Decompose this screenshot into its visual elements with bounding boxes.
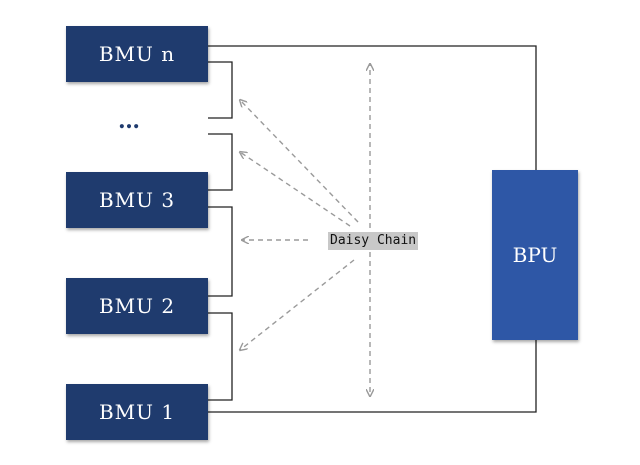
bmu-1-box: BMU 1 [66, 384, 208, 440]
ellipsis-more-bmus: … [118, 108, 142, 134]
bpu-box: BPU [492, 170, 578, 340]
bmu-3-label: BMU 3 [98, 188, 176, 212]
bmu-n-label: BMU n [98, 42, 176, 66]
wire-bmu-1-to-bpu [208, 338, 537, 413]
bmu-n-box: BMU n [66, 26, 208, 82]
bpu-label: BPU [512, 243, 558, 267]
bracket-ellipsis-bmu-3 [208, 133, 233, 191]
arrow-lower-left [240, 259, 355, 350]
wire-bmu-n-to-bpu [208, 45, 537, 170]
bracket-bmu-3-bmu-2 [208, 206, 233, 297]
bracket-bmu-2-bmu-1 [208, 312, 233, 401]
bmu-1-label: BMU 1 [98, 400, 176, 424]
bmu-2-label: BMU 2 [98, 294, 176, 318]
arrow-upper-left-1 [240, 100, 359, 223]
bracket-bmu-n-ellipsis [208, 61, 233, 119]
daisy-chain-label: Daisy Chain [328, 232, 419, 250]
bmu-3-box: BMU 3 [66, 172, 208, 228]
arrow-upper-left-2 [240, 152, 351, 227]
bmu-2-box: BMU 2 [66, 278, 208, 334]
